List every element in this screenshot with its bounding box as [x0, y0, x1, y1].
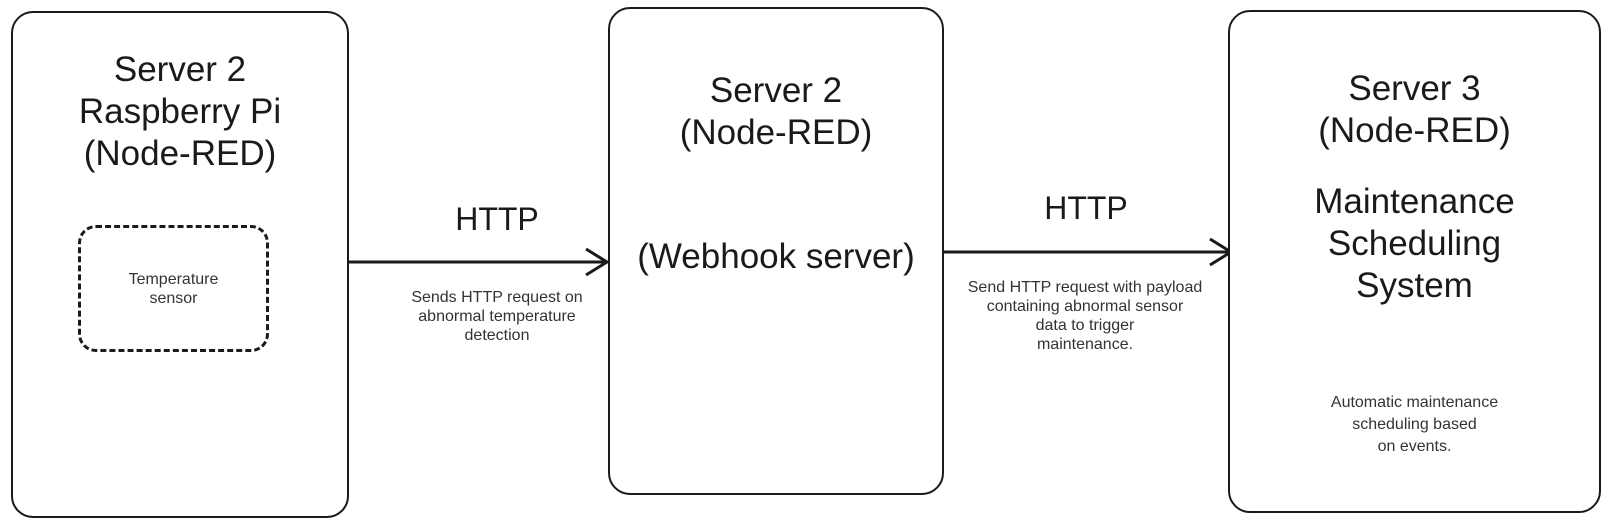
node-server3-maintenance-note: Automatic maintenance scheduling based o… [1330, 394, 1499, 455]
node-temperature-sensor[interactable]: Temperature sensor [78, 225, 269, 352]
edge-webhook-to-maintenance-protocol: HTTP [1044, 190, 1128, 226]
edge-webhook-to-maintenance-description: Send HTTP request with payload containin… [967, 279, 1203, 353]
node-server3-maintenance[interactable] [1228, 10, 1601, 513]
node-temperature-sensor-label: Temperature sensor [128, 270, 219, 307]
node-server3-maintenance-title: Server 3 (Node-RED) [1318, 69, 1511, 150]
edge-pi-to-webhook-arrow [348, 247, 610, 277]
node-server2-webhook-title: Server 2 (Node-RED) [679, 71, 873, 152]
node-server2-webhook-subtitle: (Webhook server) [637, 237, 915, 276]
node-server3-maintenance-subtitle: Maintenance Scheduling System [1314, 182, 1515, 305]
edge-pi-to-webhook-description: Sends HTTP request on abnormal temperatu… [411, 289, 583, 344]
node-server2-raspberry-pi-title: Server 2 Raspberry Pi (Node-RED) [78, 50, 282, 173]
node-server2-webhook[interactable] [608, 7, 944, 495]
edge-pi-to-webhook-protocol: HTTP [455, 201, 539, 237]
edge-webhook-to-maintenance-arrow [944, 237, 1234, 267]
